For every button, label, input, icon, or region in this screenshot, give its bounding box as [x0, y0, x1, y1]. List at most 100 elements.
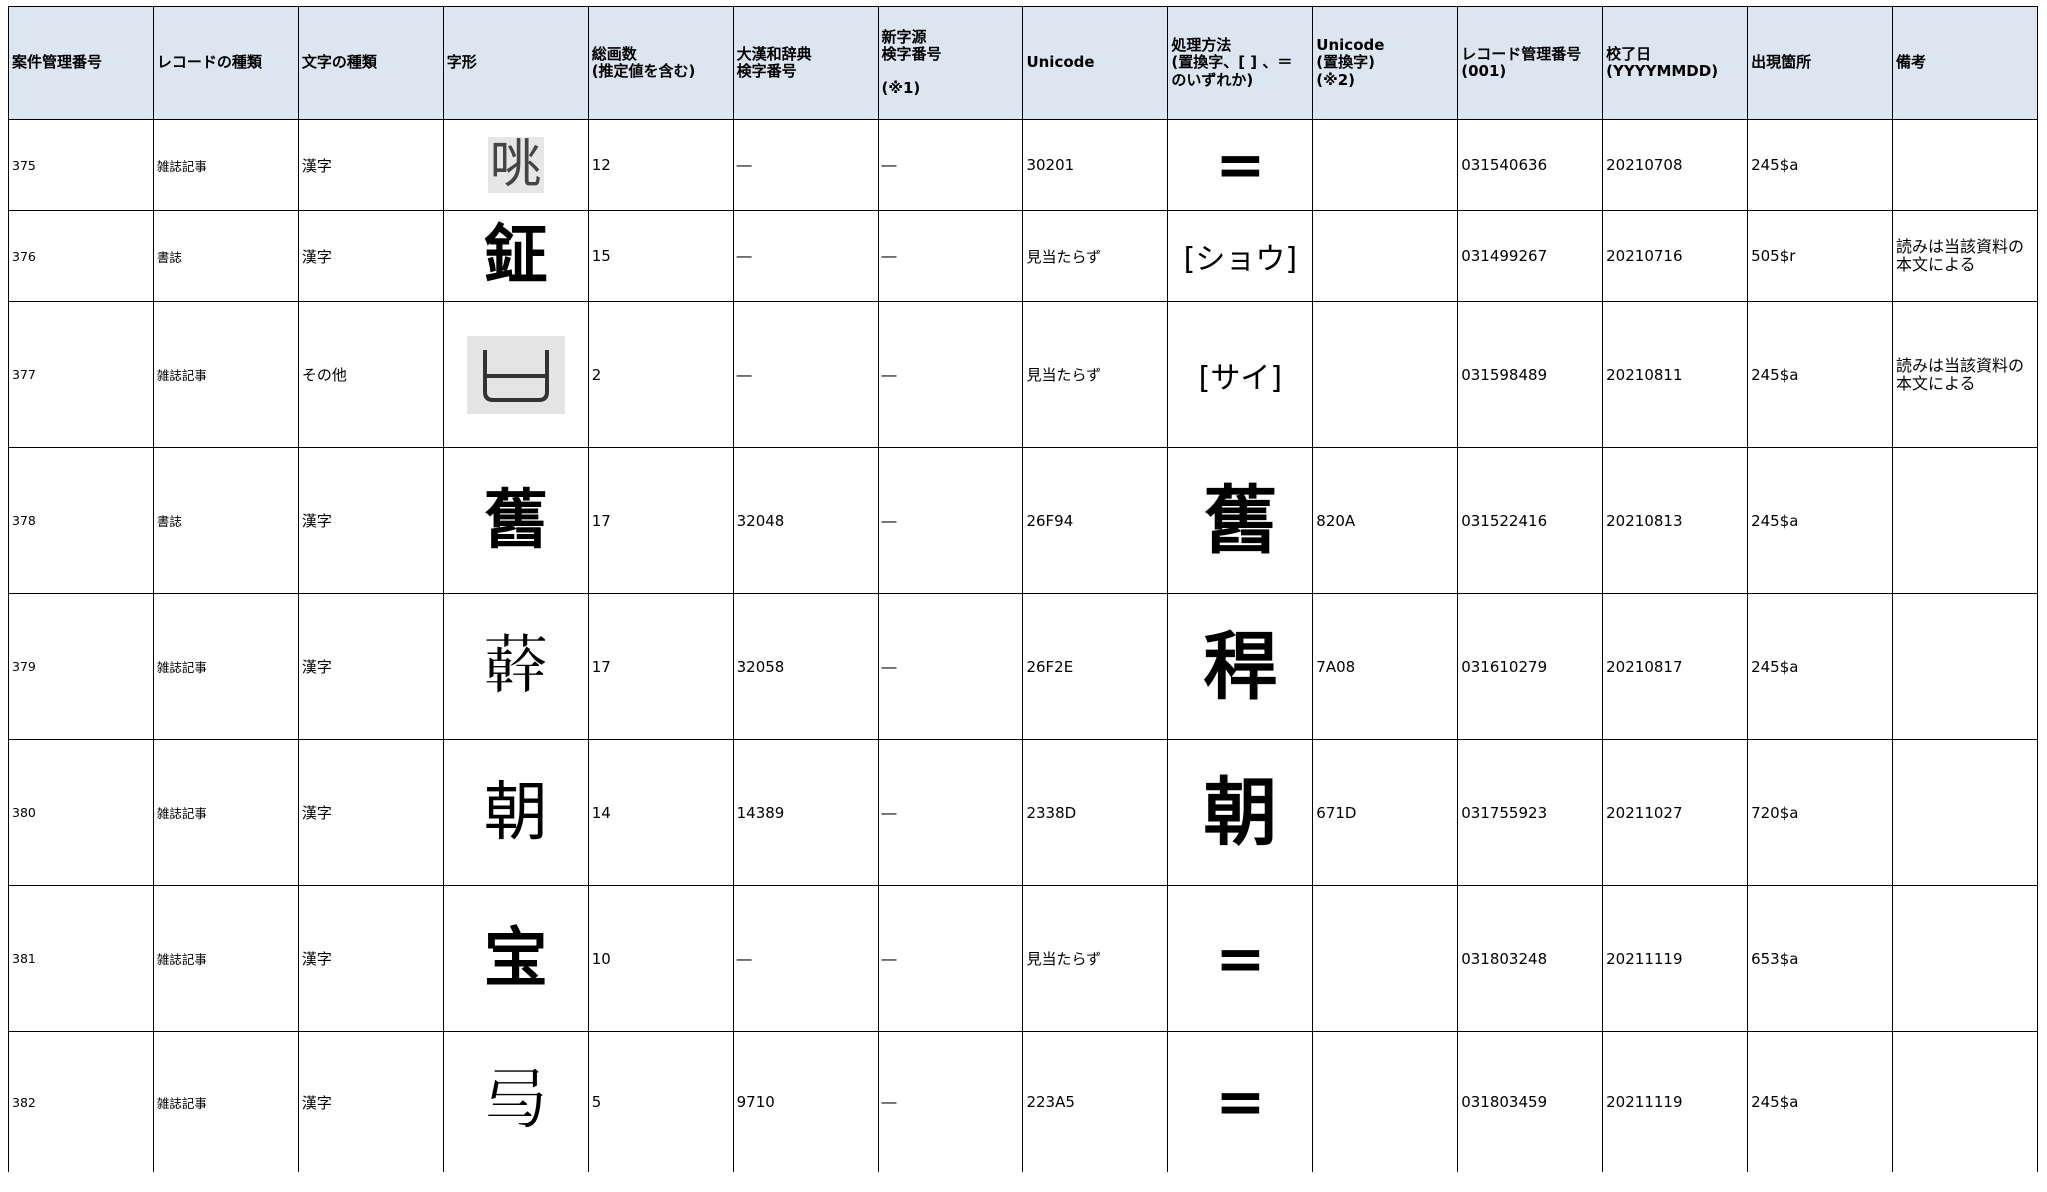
- cell-proof-date: 20210813: [1602, 447, 1749, 594]
- cell-location: 245$a: [1747, 301, 1893, 448]
- process-value: [サイ]: [1198, 360, 1283, 396]
- cell-record-type: 雑誌記事: [152, 1031, 299, 1172]
- cell-record-type: 雑誌記事: [152, 593, 299, 740]
- header-char-type: 文字の種類: [297, 6, 444, 120]
- cell-unicode-replacement: [1312, 885, 1459, 1032]
- header-process: 処理方法 (置換字、[ ] 、＝ のいずれか): [1167, 6, 1314, 120]
- cell-note: [1891, 1031, 2039, 1172]
- cell-proof-date: 20210817: [1602, 593, 1749, 740]
- cell-note: [1891, 739, 2039, 886]
- glyph-image: [466, 335, 565, 414]
- cell-note: [1891, 119, 2039, 211]
- cell-record-type: 書誌: [152, 210, 299, 302]
- cell-char-type: 漢字: [297, 739, 444, 886]
- cell-glyph: 朝: [442, 739, 589, 886]
- cell-record-type: 雑誌記事: [152, 301, 299, 448]
- cell-shinjigen: ―: [877, 739, 1024, 886]
- cell-unicode: 見当たらず: [1022, 301, 1169, 448]
- cell-process: =: [1167, 119, 1314, 211]
- cell-record-number: 031598489: [1457, 301, 1604, 448]
- cell-stroke-count: 5: [587, 1031, 734, 1172]
- cell-proof-date: 20210708: [1602, 119, 1749, 211]
- cell-unicode-replacement: 7A08: [1312, 593, 1459, 740]
- cell-case-id: 375: [8, 119, 154, 211]
- cell-stroke-count: 12: [587, 119, 734, 211]
- cell-record-number: 031803248: [1457, 885, 1604, 1032]
- process-value: =: [1215, 923, 1266, 994]
- cell-unicode: 223A5: [1022, 1031, 1169, 1172]
- cell-record-number: 031499267: [1457, 210, 1604, 302]
- cell-char-type: 漢字: [297, 885, 444, 1032]
- cell-location: 720$a: [1747, 739, 1893, 886]
- cell-daikanwa: 9710: [732, 1031, 879, 1172]
- cell-glyph: 舊: [442, 447, 589, 594]
- cell-process: 舊: [1167, 447, 1314, 594]
- glyph-char: 宝: [483, 921, 548, 996]
- process-value: =: [1215, 1067, 1266, 1137]
- header-shinjigen: 新字源 検字番号 (※1): [877, 6, 1024, 120]
- cell-char-type: 漢字: [297, 447, 444, 594]
- cell-daikanwa: 14389: [732, 739, 879, 886]
- cell-unicode-replacement: [1312, 119, 1459, 211]
- process-value: 舊: [1203, 477, 1278, 564]
- cell-record-type: 雑誌記事: [152, 119, 299, 211]
- cell-location: 245$a: [1747, 447, 1893, 594]
- cell-process: =: [1167, 1031, 1314, 1172]
- header-daikanwa: 大漢和辞典 検字番号: [732, 6, 879, 120]
- kanji-table: 案件管理番号 レコードの種類 文字の種類 字形 総画数 (推定値を含む) 大漢和…: [8, 6, 2039, 1172]
- header-record-type: レコードの種類: [152, 6, 299, 120]
- cell-unicode-replacement: [1312, 301, 1459, 448]
- cell-unicode: 26F94: [1022, 447, 1169, 594]
- process-value: 朝: [1203, 769, 1278, 856]
- glyph-char: 𦼮: [483, 629, 548, 704]
- cell-proof-date: 20211119: [1602, 885, 1749, 1032]
- cell-record-type: 書誌: [152, 447, 299, 594]
- header-proof-date: 校了日 (YYYYMMDD): [1602, 6, 1749, 120]
- header-case-id: 案件管理番号: [8, 6, 154, 120]
- glyph-char: 舊: [483, 483, 548, 558]
- cell-shinjigen: ―: [877, 593, 1024, 740]
- header-unicode-replacement: Unicode (置換字) (※2): [1312, 6, 1459, 120]
- cell-proof-date: 20210716: [1602, 210, 1749, 302]
- cell-shinjigen: ―: [877, 210, 1024, 302]
- cell-stroke-count: 10: [587, 885, 734, 1032]
- header-location: 出現箇所: [1747, 6, 1893, 120]
- cell-glyph: [442, 301, 589, 448]
- cell-unicode: 見当たらず: [1022, 210, 1169, 302]
- cell-process: =: [1167, 885, 1314, 1032]
- cell-location: 245$a: [1747, 1031, 1893, 1172]
- header-glyph: 字形: [442, 6, 589, 120]
- cell-glyph: 𦼮: [442, 593, 589, 740]
- glyph-char: 咷: [487, 135, 544, 195]
- cell-record-number: 031755923: [1457, 739, 1604, 886]
- cell-case-id: 382: [8, 1031, 154, 1172]
- cell-case-id: 379: [8, 593, 154, 740]
- process-value: =: [1215, 130, 1266, 200]
- cell-daikanwa: ―: [732, 119, 879, 211]
- cell-case-id: 378: [8, 447, 154, 594]
- cell-daikanwa: 32048: [732, 447, 879, 594]
- cell-unicode: 30201: [1022, 119, 1169, 211]
- cell-stroke-count: 17: [587, 593, 734, 740]
- cell-shinjigen: ―: [877, 447, 1024, 594]
- cell-proof-date: 20210811: [1602, 301, 1749, 448]
- cell-case-id: 380: [8, 739, 154, 886]
- cell-location: 653$a: [1747, 885, 1893, 1032]
- cell-record-type: 雑誌記事: [152, 739, 299, 886]
- cell-stroke-count: 2: [587, 301, 734, 448]
- cell-location: 245$a: [1747, 593, 1893, 740]
- cell-location: 505$r: [1747, 210, 1893, 302]
- cell-char-type: 漢字: [297, 1031, 444, 1172]
- cell-note: [1891, 447, 2039, 594]
- cell-case-id: 377: [8, 301, 154, 448]
- cell-glyph: 宝: [442, 885, 589, 1032]
- cell-unicode: 見当たらず: [1022, 885, 1169, 1032]
- cell-note: [1891, 885, 2039, 1032]
- process-value: [ショウ]: [1183, 242, 1298, 277]
